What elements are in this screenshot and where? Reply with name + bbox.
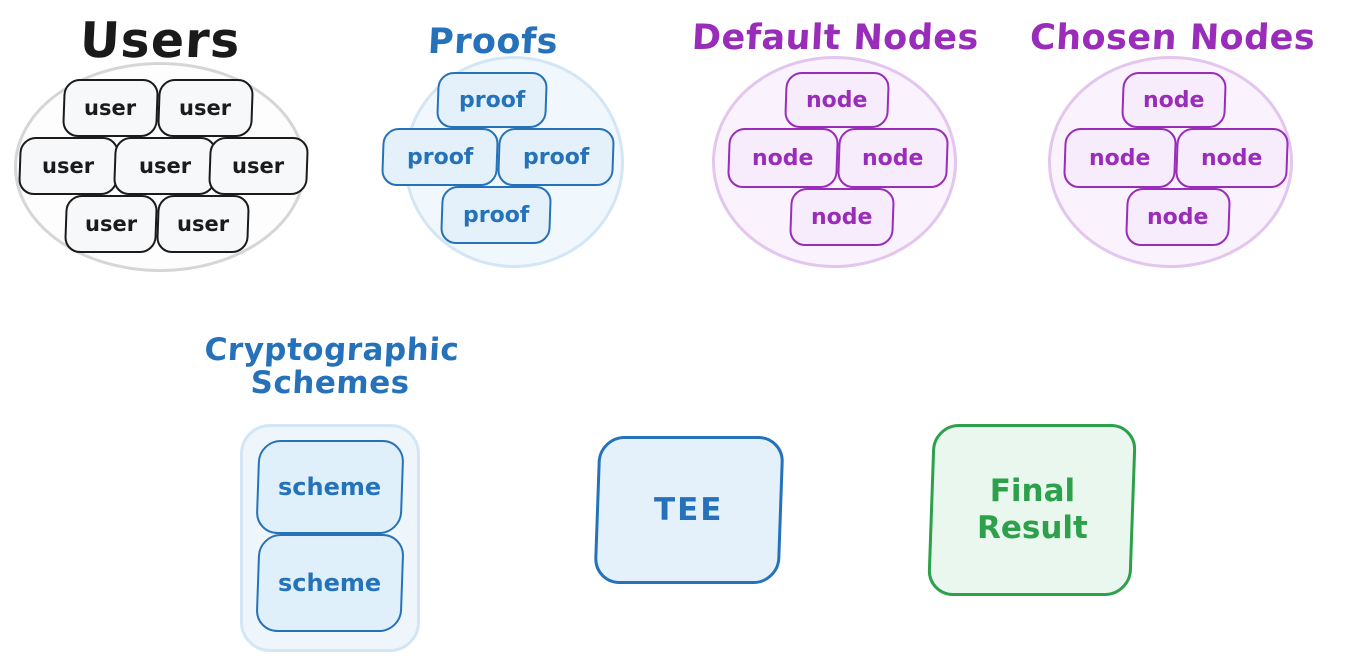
- user-box[interactable]: user: [156, 79, 255, 137]
- chosen-node-box[interactable]: node: [1174, 128, 1290, 188]
- default-node-box[interactable]: node: [836, 128, 950, 188]
- user-box[interactable]: user: [112, 137, 218, 195]
- user-box[interactable]: user: [207, 137, 310, 195]
- group-title-users: Users: [78, 12, 243, 69]
- chosen-node-box-label: node: [1201, 145, 1263, 171]
- proof-box[interactable]: proof: [439, 186, 553, 244]
- chosen-node-box-label: node: [1147, 204, 1209, 230]
- group-title-proofs: Proofs: [426, 22, 560, 62]
- user-box-label: user: [84, 96, 137, 120]
- proof-box-label: proof: [458, 87, 526, 113]
- scheme-box[interactable]: scheme: [255, 534, 405, 632]
- final-result-line-2: Result: [976, 510, 1088, 546]
- group-title-cryptographic-schemes: Cryptographic Schemes: [203, 332, 461, 402]
- proof-box[interactable]: proof: [496, 128, 616, 186]
- user-box-label: user: [42, 154, 95, 178]
- scheme-box[interactable]: scheme: [255, 440, 405, 534]
- proof-box-label: proof: [522, 144, 590, 170]
- default-node-box[interactable]: node: [726, 128, 840, 188]
- default-node-box[interactable]: node: [788, 188, 896, 246]
- final-result-line-1: Final: [989, 473, 1075, 510]
- user-box-label: user: [179, 96, 232, 120]
- user-box[interactable]: user: [61, 79, 160, 137]
- group-title-default-nodes: Default Nodes: [690, 18, 980, 58]
- proof-box[interactable]: proof: [380, 128, 500, 186]
- chosen-node-box-label: node: [1143, 87, 1205, 113]
- user-box-label: user: [232, 154, 285, 178]
- default-node-box-label: node: [752, 145, 814, 171]
- scheme-box-label: scheme: [278, 473, 382, 501]
- default-node-box-label: node: [806, 87, 868, 113]
- user-box-label: user: [84, 212, 138, 236]
- final-result-box[interactable]: Final Result: [926, 424, 1138, 596]
- group-title-chosen-nodes: Chosen Nodes: [1028, 18, 1317, 58]
- tee-box-label: TEE: [654, 491, 724, 528]
- final-result-box-label: Final Result: [977, 473, 1088, 546]
- proof-box-label: proof: [462, 202, 530, 228]
- default-node-box[interactable]: node: [784, 72, 890, 128]
- chosen-node-box[interactable]: node: [1124, 188, 1232, 246]
- proof-box[interactable]: proof: [436, 72, 548, 128]
- tee-box[interactable]: TEE: [593, 436, 785, 584]
- chosen-node-box-label: node: [1089, 145, 1151, 171]
- user-box[interactable]: user: [17, 137, 120, 195]
- scheme-box-label: scheme: [278, 569, 382, 597]
- user-box[interactable]: user: [155, 195, 251, 253]
- default-node-box-label: node: [811, 204, 873, 230]
- user-box[interactable]: user: [63, 195, 159, 253]
- chosen-node-box[interactable]: node: [1121, 72, 1227, 128]
- default-node-box-label: node: [862, 145, 924, 171]
- chosen-node-box[interactable]: node: [1062, 128, 1178, 188]
- user-box-label: user: [138, 154, 192, 178]
- user-box-label: user: [176, 212, 230, 236]
- proof-box-label: proof: [406, 144, 474, 170]
